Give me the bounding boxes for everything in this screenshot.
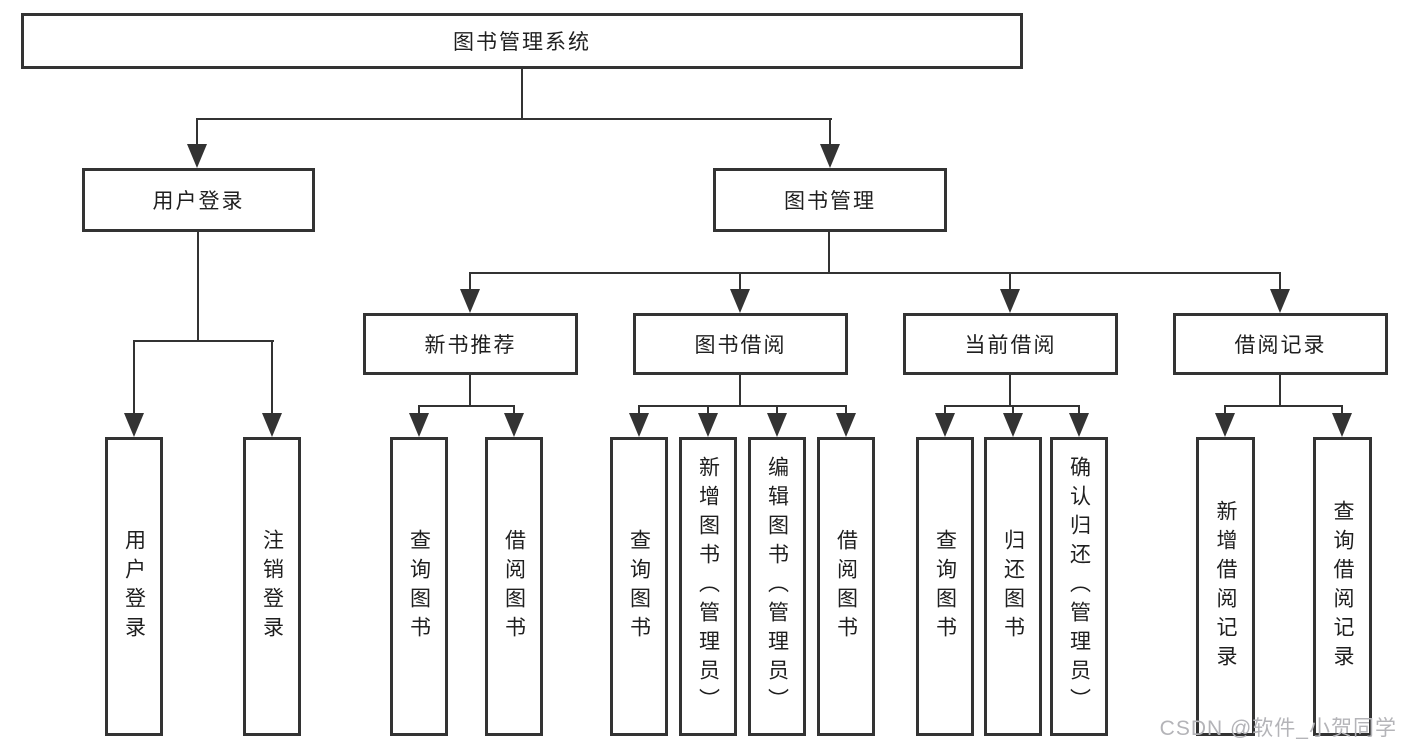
connector-vline <box>1279 375 1281 407</box>
node-new-book-recommend: 新书推荐 <box>363 313 578 375</box>
leaf-logout: 注销登录 <box>243 437 301 736</box>
leaf-borrow-books: 借阅图书 <box>817 437 875 736</box>
node-user-login: 用户登录 <box>82 168 315 232</box>
connector-stem <box>739 272 741 292</box>
node-borrow-records: 借阅记录 <box>1173 313 1388 375</box>
connector-stem <box>944 405 946 416</box>
leaf-add-books-admin: 新增图书（管理员） <box>679 437 737 736</box>
connector-stem <box>1224 405 1226 416</box>
arrow-down-icon <box>504 413 524 437</box>
connector-stem <box>845 405 847 416</box>
arrow-down-icon <box>262 413 282 437</box>
connector-vline <box>197 232 199 342</box>
connector-stem <box>271 340 273 416</box>
connector-stem <box>1012 405 1014 416</box>
connector-trunk-hline <box>196 118 832 120</box>
arrow-down-icon <box>187 144 207 168</box>
connector-stem <box>513 405 515 416</box>
connector-stem <box>1341 405 1343 416</box>
arrow-down-icon <box>1003 413 1023 437</box>
leaf-query-books-recommend: 查询图书 <box>390 437 448 736</box>
connector-stem <box>133 340 135 416</box>
arrow-down-icon <box>730 289 750 313</box>
connector-trunk-vline <box>521 67 523 119</box>
leaf-add-borrow-record: 新增借阅记录 <box>1196 437 1255 736</box>
leaf-borrow-books-recommend: 借阅图书 <box>485 437 543 736</box>
connector-vline <box>828 232 830 274</box>
connector-stem <box>469 272 471 292</box>
connector-stem <box>638 405 640 416</box>
arrow-down-icon <box>1000 289 1020 313</box>
node-book-borrow: 图书借阅 <box>633 313 848 375</box>
leaf-query-books-current: 查询图书 <box>916 437 974 736</box>
connector-stem <box>1279 272 1281 292</box>
arrow-down-icon <box>836 413 856 437</box>
arrow-down-icon <box>409 413 429 437</box>
arrow-down-icon <box>698 413 718 437</box>
node-book-management: 图书管理 <box>713 168 947 232</box>
connector-hline <box>469 272 1281 274</box>
arrow-down-icon <box>935 413 955 437</box>
leaf-edit-books-admin: 编辑图书（管理员） <box>748 437 806 736</box>
connector-vline <box>469 375 471 407</box>
node-library-system: 图书管理系统 <box>21 13 1023 69</box>
connector-hline <box>418 405 515 407</box>
connector-stem <box>196 118 198 146</box>
leaf-confirm-return-admin: 确认归还（管理员） <box>1050 437 1108 736</box>
leaf-query-borrow-record: 查询借阅记录 <box>1313 437 1372 736</box>
arrow-down-icon <box>460 289 480 313</box>
watermark: CSDN @软件_小贺同学 <box>1159 717 1397 740</box>
arrow-down-icon <box>124 413 144 437</box>
leaf-return-books: 归还图书 <box>984 437 1042 736</box>
leaf-user-login: 用户登录 <box>105 437 163 736</box>
connector-vline <box>739 375 741 407</box>
arrow-down-icon <box>820 144 840 168</box>
connector-hline <box>133 340 274 342</box>
connector-stem <box>418 405 420 416</box>
connector-stem <box>707 405 709 416</box>
arrow-down-icon <box>1332 413 1352 437</box>
arrow-down-icon <box>1069 413 1089 437</box>
connector-vline <box>1009 375 1011 407</box>
connector-stem <box>1078 405 1080 416</box>
connector-stem <box>776 405 778 416</box>
node-current-borrow: 当前借阅 <box>903 313 1118 375</box>
arrow-down-icon <box>629 413 649 437</box>
arrow-down-icon <box>767 413 787 437</box>
connector-stem <box>1009 272 1011 292</box>
connector-hline <box>1224 405 1343 407</box>
connector-hline <box>638 405 847 407</box>
connector-stem <box>829 118 831 146</box>
arrow-down-icon <box>1270 289 1290 313</box>
leaf-query-books-borrow: 查询图书 <box>610 437 668 736</box>
arrow-down-icon <box>1215 413 1235 437</box>
